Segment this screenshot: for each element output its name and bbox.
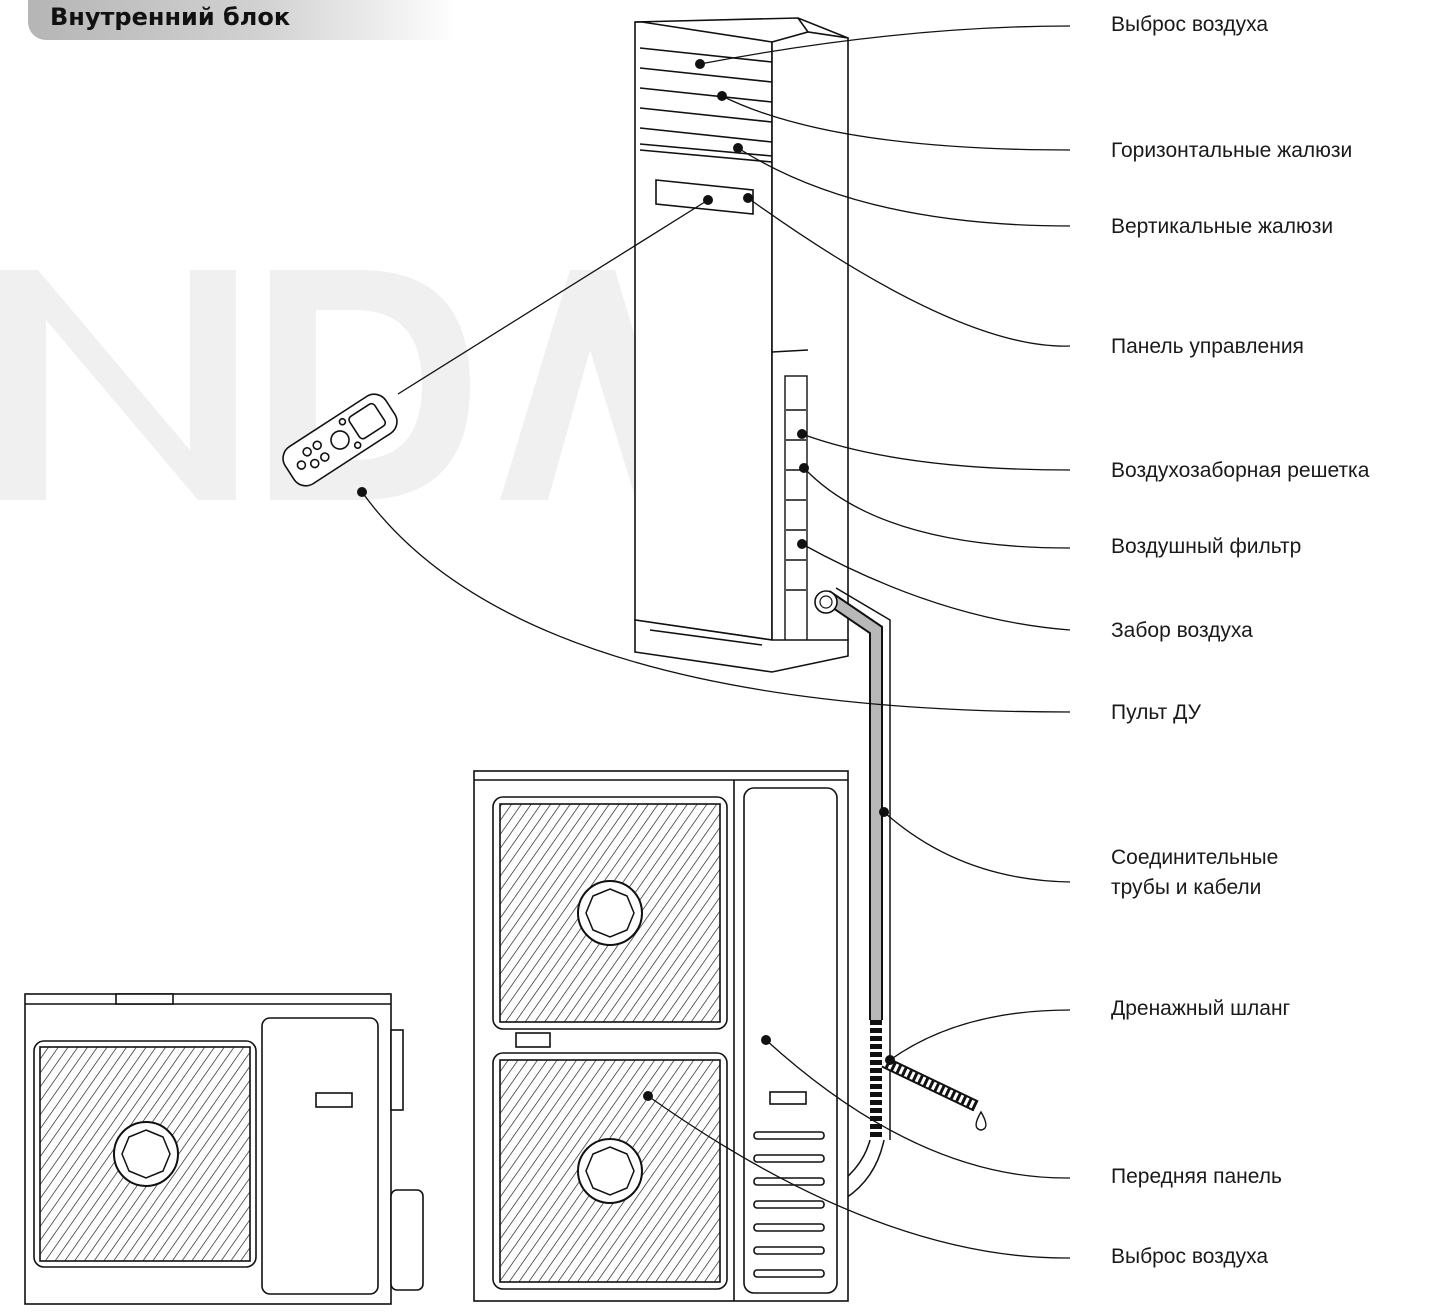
- callout-air-intake-grille: Воздухозаборная решетка: [1111, 459, 1370, 482]
- callout-pipes-cables-line2: трубы и кабели: [1111, 876, 1262, 899]
- callout-control-panel: Панель управления: [1111, 335, 1304, 358]
- section-title: Внутренний блок: [50, 3, 291, 31]
- callout-air-intake: Забор воздуха: [1111, 619, 1253, 642]
- callout-air-outlet-bottom: Выброс воздуха: [1111, 1245, 1269, 1268]
- callout-pipes-cables-line1: Соединительные: [1111, 846, 1279, 869]
- remote-control-icon: [282, 393, 398, 487]
- watermark: [0, 270, 660, 500]
- callout-air-outlet-top: Выброс воздуха: [1111, 13, 1269, 36]
- drain-drop-icon: [975, 1110, 987, 1131]
- connecting-pipe: [814, 587, 891, 1199]
- indoor-unit: [634, 17, 849, 673]
- fan-grille-icon: [113, 1121, 179, 1187]
- callout-drain-hose: Дренажный шланг: [1111, 997, 1291, 1020]
- leader-lines: [361, 25, 1071, 1259]
- leader-dots: [357, 59, 895, 1101]
- callout-remote-control: Пульт ДУ: [1111, 701, 1201, 724]
- callout-vertical-louvers: Вертикальные жалюзи: [1111, 215, 1334, 238]
- outdoor-unit-small: [24, 993, 424, 1305]
- section-header-bar: [28, 0, 458, 40]
- callout-horizontal-louvers: Горизонтальные жалюзи: [1111, 139, 1353, 162]
- drain-hose: [881, 1056, 987, 1131]
- callout-air-filter: Воздушный фильтр: [1111, 535, 1302, 558]
- callout-pipes-cables: Соединительные трубы и кабели: [1111, 843, 1278, 903]
- callout-front-panel: Передняя панель: [1111, 1165, 1282, 1188]
- outdoor-unit-large: [473, 770, 849, 1302]
